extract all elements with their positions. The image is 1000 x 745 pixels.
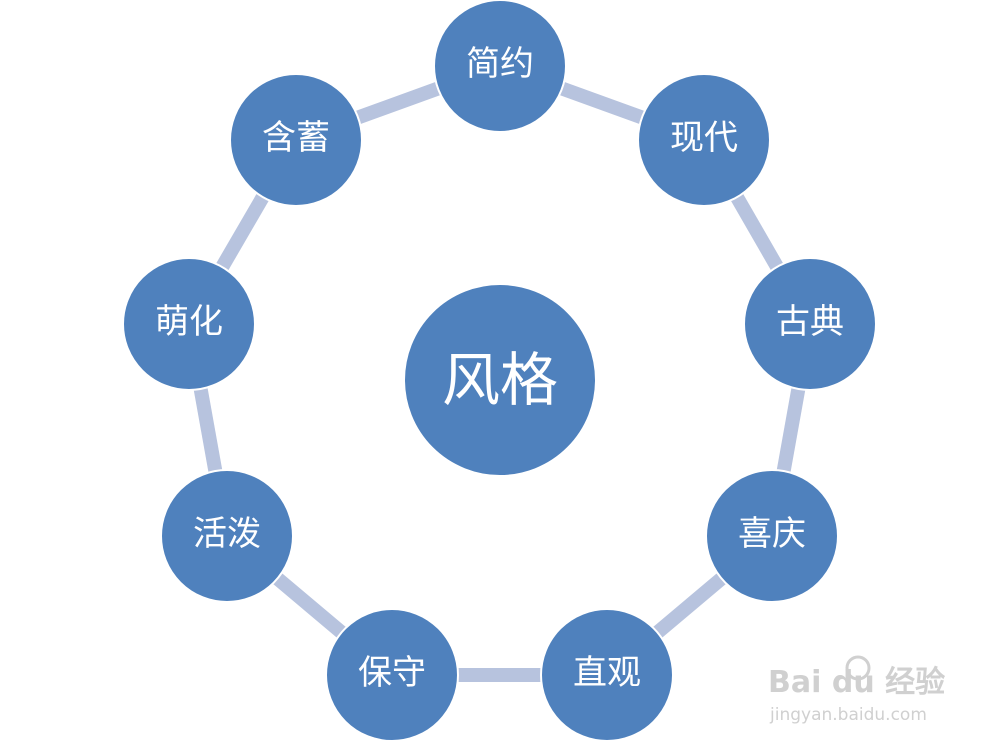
outer-node: 古典 xyxy=(743,257,877,391)
paw-icon xyxy=(845,655,871,681)
outer-node: 直观 xyxy=(540,608,674,742)
node-label-subtle: 含蓄 xyxy=(262,118,330,158)
node-label-modern: 现代 xyxy=(670,118,738,158)
outer-node: 含蓄 xyxy=(229,73,363,207)
node-circle xyxy=(325,608,459,742)
node-circle xyxy=(705,469,839,603)
node-label-lively: 活泼 xyxy=(193,514,261,554)
node-circle xyxy=(229,73,363,207)
node-circle xyxy=(122,257,256,391)
node-circle xyxy=(540,608,674,742)
watermark: Bai du 经验 jingyan.baidu.com xyxy=(768,655,945,725)
node-label-festive: 喜庆 xyxy=(738,514,806,554)
center-label: 风格 xyxy=(442,346,558,414)
watermark-brand: Bai du 经验 xyxy=(768,665,945,700)
node-label-intuitive: 直观 xyxy=(573,653,641,693)
outer-node: 萌化 xyxy=(122,257,256,391)
node-label-conservative: 保守 xyxy=(358,653,426,693)
outer-node: 现代 xyxy=(637,73,771,207)
node-circle xyxy=(637,73,771,207)
node-label-classical: 古典 xyxy=(776,302,844,342)
outer-node: 喜庆 xyxy=(705,469,839,603)
center-node: 风格 xyxy=(403,283,597,477)
node-circle xyxy=(433,0,567,133)
node-circle xyxy=(743,257,877,391)
outer-node: 保守 xyxy=(325,608,459,742)
node-label-cute: 萌化 xyxy=(155,302,223,342)
node-circle xyxy=(160,469,294,603)
watermark-url: jingyan.baidu.com xyxy=(769,705,927,725)
outer-node: 简约 xyxy=(433,0,567,133)
outer-node: 活泼 xyxy=(160,469,294,603)
node-label-simple: 简约 xyxy=(466,44,534,84)
center-circle xyxy=(403,283,597,477)
